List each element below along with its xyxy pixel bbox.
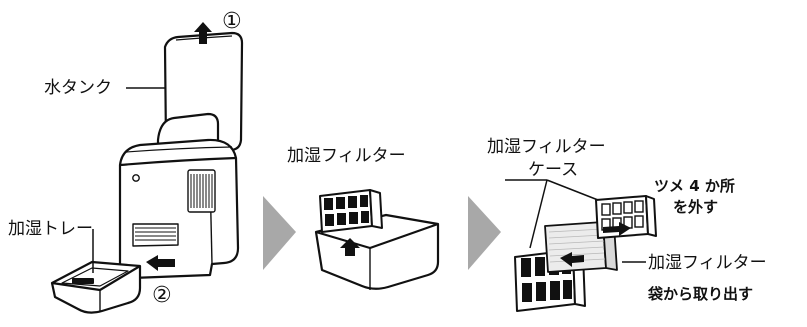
label-humidify-tray: 加湿トレー <box>8 219 93 239</box>
humidify-tray <box>50 260 142 314</box>
right-arrows <box>560 222 631 267</box>
step-2-marker: ② <box>152 283 172 308</box>
arrow-pull-2 <box>146 255 175 271</box>
middle-tray <box>314 213 440 290</box>
step-1-marker: ① <box>222 9 242 34</box>
middle-filter-grid <box>324 195 369 226</box>
label-water-tank: 水タンク <box>44 78 112 98</box>
label-filter-middle: 加湿フィルター <box>287 146 406 166</box>
label-claws-line2: を外す <box>673 198 719 216</box>
leader-lines <box>92 87 646 273</box>
arrow-claws <box>603 222 631 236</box>
chevron-right-2 <box>468 196 501 270</box>
step-chevrons <box>263 196 501 270</box>
vent-lines <box>135 174 213 241</box>
label-filter-right: 加湿フィルター <box>648 253 767 273</box>
arrow-take-out <box>560 252 584 267</box>
arrow-up-middle <box>340 238 360 256</box>
label-filter-case-line2: ケース <box>528 160 579 180</box>
arrow-up-1 <box>194 22 212 44</box>
label-take-out: 袋から取り出す <box>648 285 754 303</box>
label-filter-case-line1: 加湿フィルター <box>487 137 606 157</box>
humidifier-illustration <box>118 31 244 280</box>
tray-filter-dots <box>72 278 94 284</box>
label-claws-line1: ツメ 4 か所 <box>654 177 735 195</box>
chevron-right-1 <box>263 196 296 270</box>
